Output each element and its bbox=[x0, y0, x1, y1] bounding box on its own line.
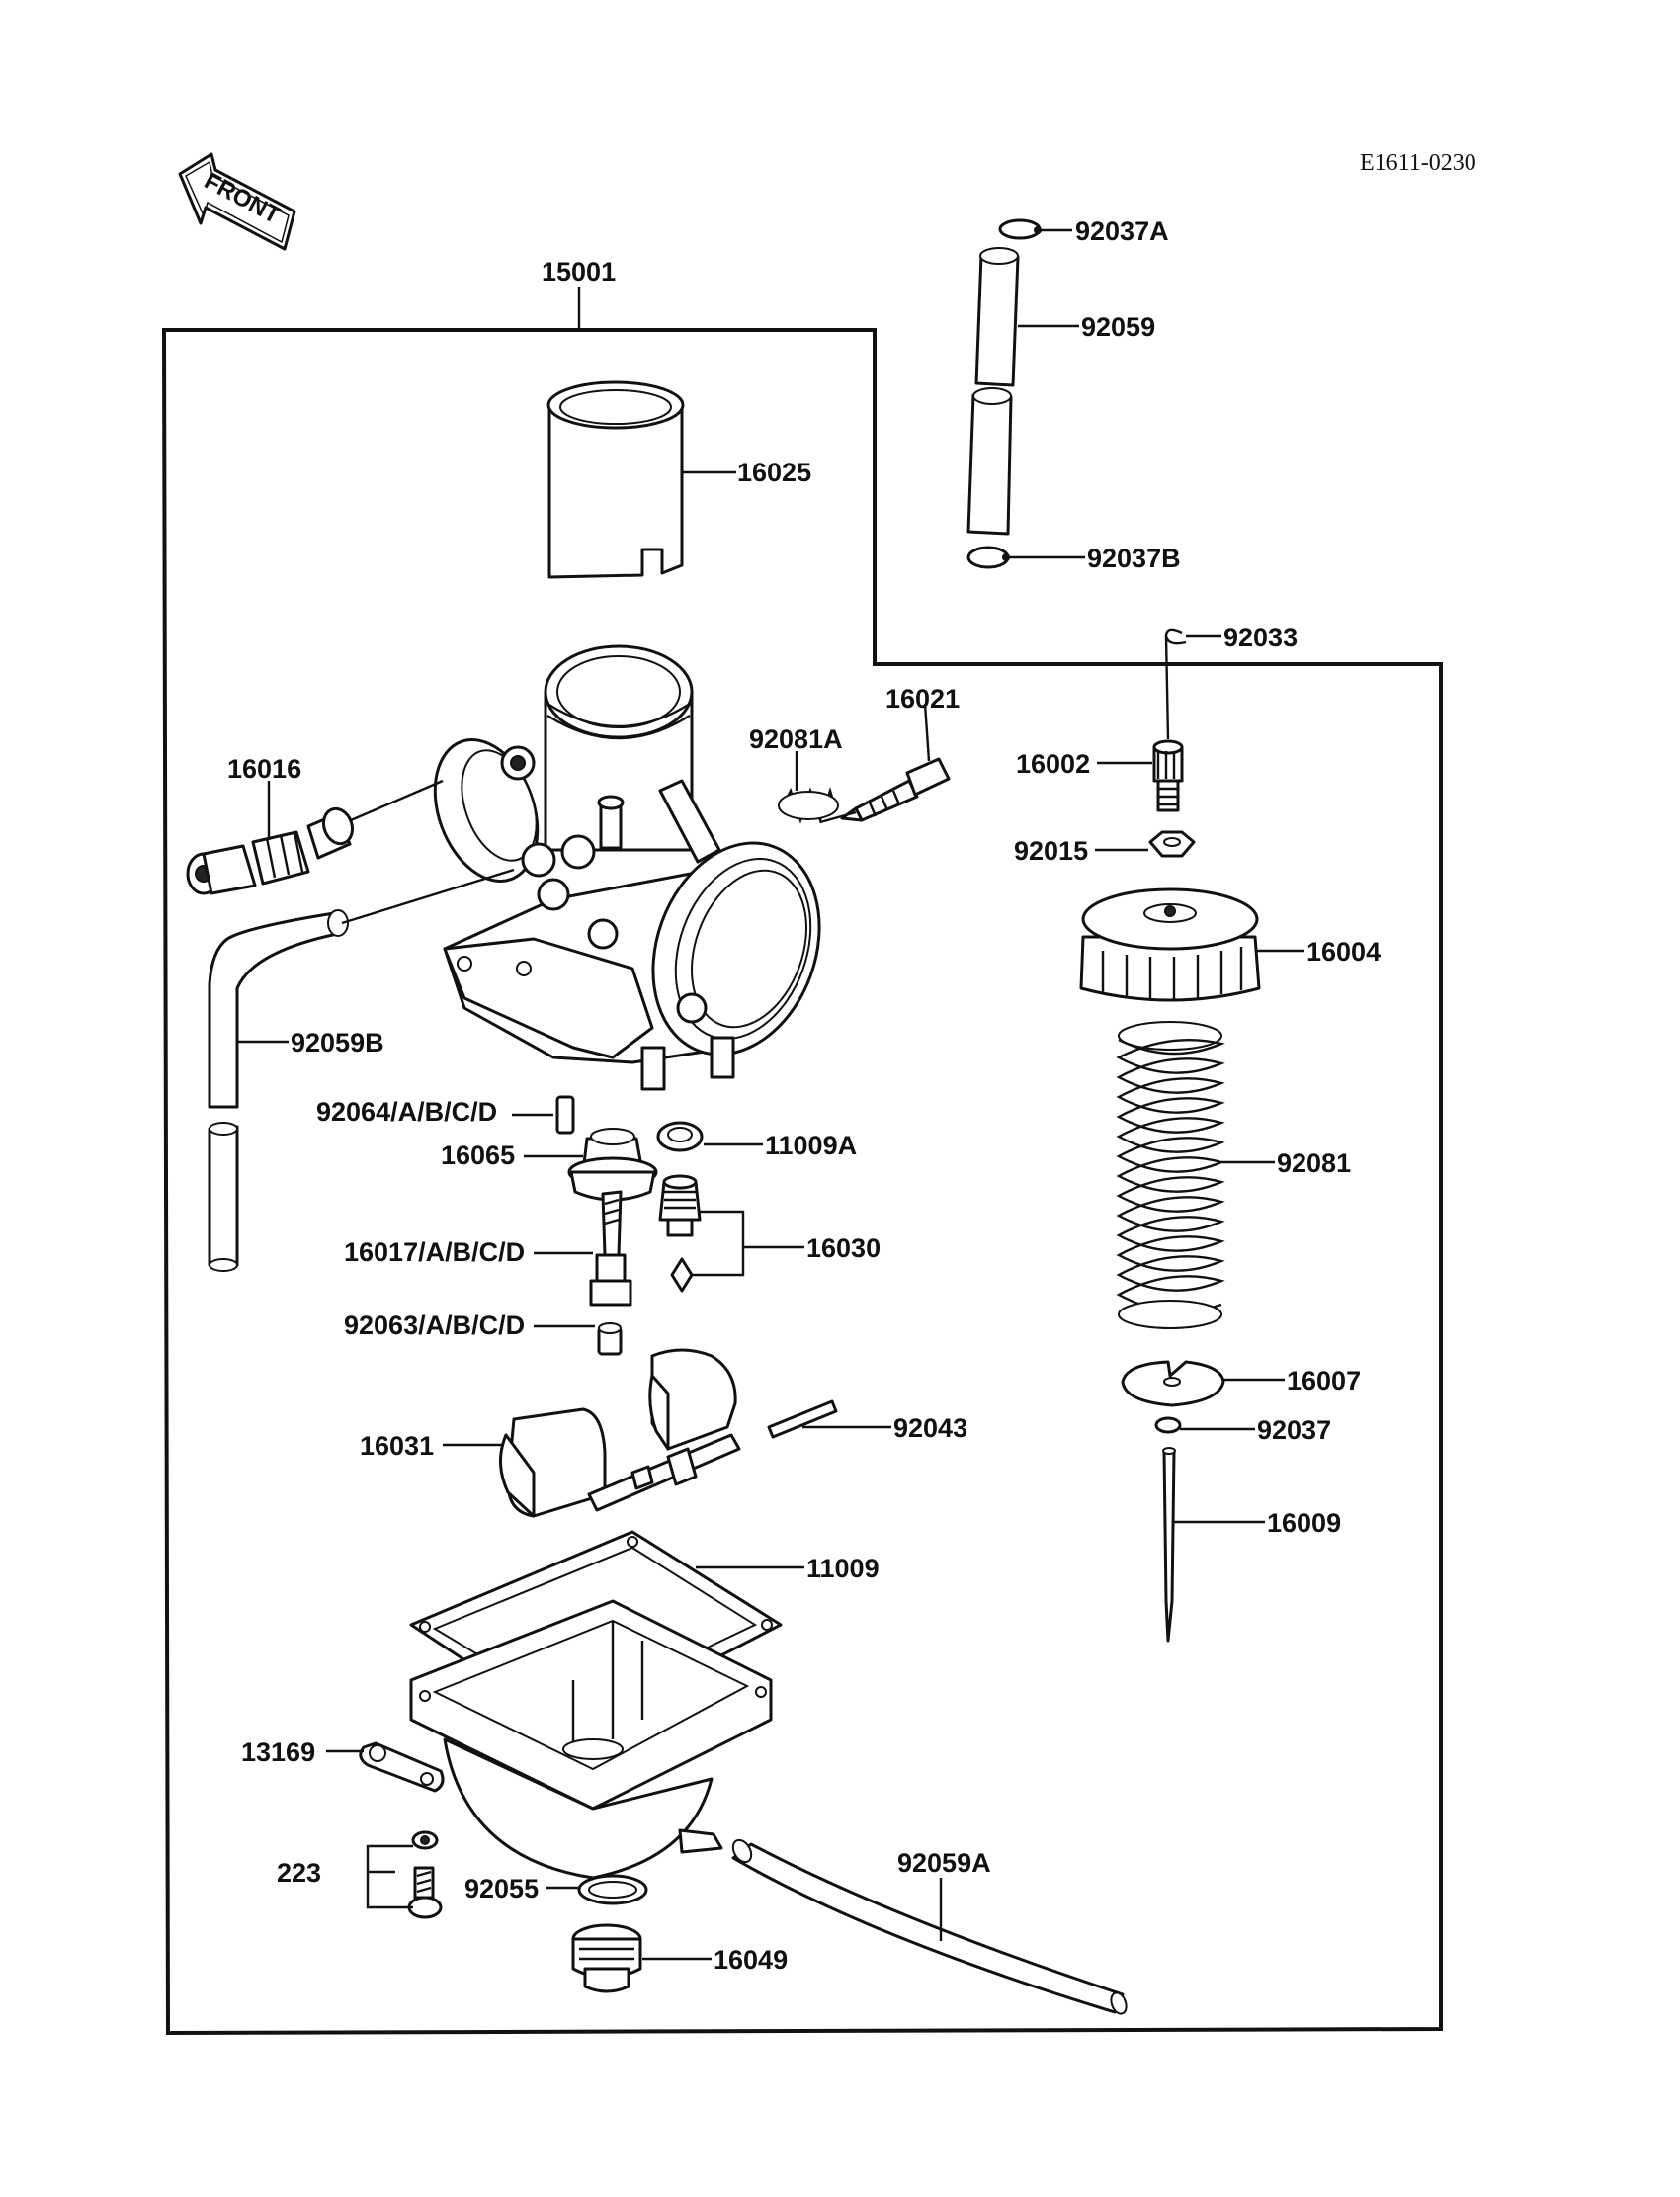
part-16002-adjuster bbox=[1097, 739, 1184, 812]
part-92033-clip bbox=[1164, 628, 1221, 740]
part-labels: 15001 16025 92037A 92059 92037B 92033 16… bbox=[227, 216, 1381, 1975]
label-92055: 92055 bbox=[464, 1874, 539, 1903]
part-92063-pilot-jet bbox=[534, 1322, 623, 1356]
part-16049-drain-plug bbox=[571, 1923, 712, 1993]
part-92081-spring bbox=[1116, 1021, 1275, 1329]
label-15001: 15001 bbox=[542, 257, 616, 287]
part-float-bowl bbox=[409, 1599, 773, 1880]
label-92081A: 92081A bbox=[749, 724, 843, 754]
part-16065-jet-holder bbox=[524, 1128, 658, 1202]
label-92059B: 92059B bbox=[291, 1028, 384, 1057]
label-16017: 16017/A/B/C/D bbox=[344, 1237, 525, 1267]
label-16065: 16065 bbox=[441, 1141, 515, 1170]
part-11009A-gasket bbox=[656, 1121, 763, 1152]
label-16021: 16021 bbox=[885, 684, 960, 714]
label-92059A: 92059A bbox=[897, 1848, 991, 1878]
part-carburetor-body bbox=[433, 644, 821, 1091]
part-16016-pilot-air-screw bbox=[186, 779, 444, 895]
label-223: 223 bbox=[277, 1858, 321, 1888]
label-92059: 92059 bbox=[1081, 312, 1155, 342]
label-92081: 92081 bbox=[1277, 1148, 1351, 1178]
part-16021-throttle-stop-screw bbox=[819, 703, 951, 824]
label-11009: 11009 bbox=[806, 1554, 880, 1583]
front-arrow-icon: FRONT bbox=[178, 152, 296, 251]
label-92015: 92015 bbox=[1014, 836, 1088, 866]
label-92064: 92064/A/B/C/D bbox=[316, 1097, 497, 1127]
label-16004: 16004 bbox=[1306, 937, 1381, 967]
label-13169: 13169 bbox=[241, 1737, 315, 1767]
label-92033: 92033 bbox=[1223, 623, 1298, 652]
label-16007: 16007 bbox=[1287, 1366, 1361, 1395]
label-16025: 16025 bbox=[737, 458, 811, 487]
diagram-code: E1611-0230 bbox=[1360, 150, 1476, 176]
label-92037: 92037 bbox=[1257, 1415, 1331, 1445]
part-13169-bracket bbox=[326, 1741, 445, 1793]
part-92059-tube bbox=[966, 247, 1079, 536]
label-16002: 16002 bbox=[1016, 749, 1090, 779]
label-16016: 16016 bbox=[227, 754, 301, 784]
label-92063: 92063/A/B/C/D bbox=[344, 1310, 525, 1340]
part-92043-pin bbox=[767, 1399, 891, 1439]
part-16007-retainer bbox=[1121, 1360, 1285, 1407]
part-16004-top-cap bbox=[1079, 887, 1304, 1002]
part-16017-main-jet bbox=[534, 1190, 632, 1307]
part-16009-jet-needle bbox=[1162, 1447, 1265, 1643]
label-92037B: 92037B bbox=[1087, 544, 1181, 573]
part-92037-clip bbox=[1154, 1416, 1255, 1434]
label-16030: 16030 bbox=[806, 1233, 881, 1263]
label-92037A: 92037A bbox=[1075, 216, 1169, 246]
part-92055-oring bbox=[546, 1874, 648, 1905]
part-92037B-ring bbox=[966, 546, 1085, 569]
part-92037A-ring bbox=[998, 218, 1072, 240]
part-223-bolt bbox=[366, 1830, 443, 1919]
part-92064-air-jet bbox=[512, 1095, 575, 1135]
part-92015-nut bbox=[1095, 830, 1196, 858]
label-92043: 92043 bbox=[893, 1413, 967, 1443]
part-16031-float bbox=[443, 1348, 741, 1518]
part-16030-float-valve bbox=[658, 1174, 804, 1293]
label-16031: 16031 bbox=[360, 1431, 434, 1461]
part-92059A-tube bbox=[731, 1838, 1128, 2015]
part-92081A-spring bbox=[778, 751, 839, 824]
label-16049: 16049 bbox=[714, 1945, 788, 1975]
label-11009A: 11009A bbox=[765, 1131, 857, 1160]
assembly-frame bbox=[161, 328, 1443, 2036]
label-16009: 16009 bbox=[1267, 1508, 1341, 1538]
part-16025-throttle-slide bbox=[546, 380, 736, 579]
part-92059B-tube bbox=[208, 868, 515, 1272]
